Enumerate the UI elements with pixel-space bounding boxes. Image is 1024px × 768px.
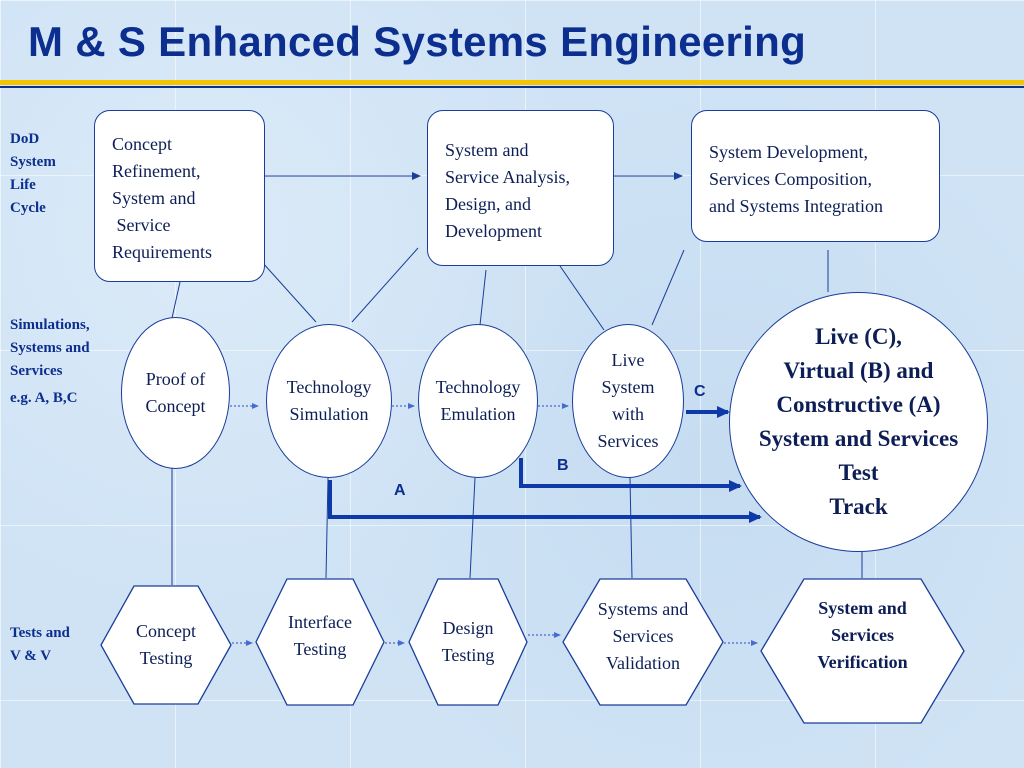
page-title: M & S Enhanced Systems Engineering: [28, 18, 807, 65]
box-system-analysis: System and Service Analysis, Design, and…: [427, 110, 614, 266]
path-label-a: A: [394, 482, 406, 499]
oval-technology-simulation: Technology Simulation: [266, 324, 392, 478]
path-a-arrow: [328, 480, 762, 523]
oval-lvc-test-track: Live (C), Virtual (B) and Constructive (…: [729, 292, 988, 552]
hex-design-testing: Design Testing: [408, 578, 528, 706]
hex-interface-testing: Interface Testing: [255, 578, 385, 706]
oval-technology-emulation: Technology Emulation: [418, 324, 538, 478]
box-system-development: System Development, Services Composition…: [691, 110, 940, 242]
box-concept-refinement: Concept Refinement, System and Service R…: [94, 110, 265, 282]
title-underline-blue: [0, 86, 1024, 88]
hex-concept-testing: Concept Testing: [100, 585, 232, 705]
path-b-arrow: [519, 458, 742, 492]
path-label-c: C: [694, 383, 706, 400]
title-underline-gold: [0, 80, 1024, 85]
oval-live-system-with-services: Live System with Services: [572, 324, 684, 478]
row-label-simulations: Simulations, Systems and Services e.g. A…: [10, 317, 90, 406]
row-label-tests: Tests and V & V: [10, 625, 70, 664]
hex-services-verification: System and Services Verification: [760, 578, 965, 724]
oval-proof-of-concept: Proof of Concept: [121, 317, 230, 469]
path-label-b: B: [557, 457, 569, 474]
hex-services-validation: Systems and Services Validation: [562, 578, 724, 706]
row-label-dod-lifecycle: DoD System Life Cycle: [10, 131, 56, 216]
